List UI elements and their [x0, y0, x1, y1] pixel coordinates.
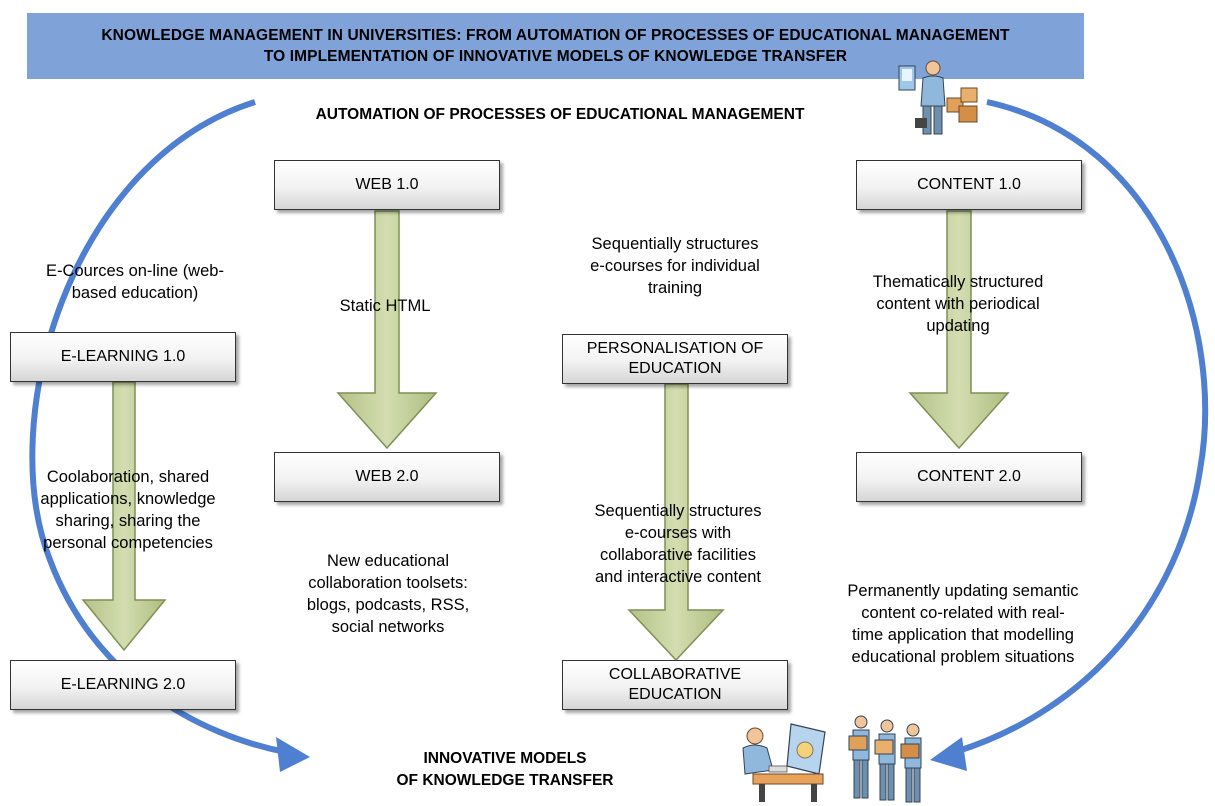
down-arrow-web: [336, 210, 438, 450]
elearning-1-box: E-LEARNING 1.0: [10, 332, 236, 382]
web-bottom-note: New educational collaboration toolsets: …: [306, 552, 470, 636]
down-arrow-education: [627, 383, 725, 662]
presenter-with-boxes-icon: [898, 60, 978, 135]
content-1-box: CONTENT 1.0: [856, 160, 1082, 210]
down-arrow-content: [908, 210, 1010, 450]
elearning-2-box: E-LEARNING 2.0: [10, 660, 236, 710]
left-cycle-arrow: [29, 99, 286, 755]
elearning-arrow-note: Coolaboration, shared applications, know…: [40, 468, 216, 552]
right-cycle-arrowhead: [930, 737, 967, 771]
education-top-note: Sequentially structures e-courses for in…: [590, 235, 760, 297]
content-bottom-note: Permanently updating semantic content co…: [847, 582, 1079, 666]
automation-heading: AUTOMATION OF PROCESSES OF EDUCATIONAL M…: [315, 106, 805, 123]
diagram-title: KNOWLEDGE MANAGEMENT IN UNIVERSITIES: FR…: [101, 27, 1010, 65]
elearning-top-note: E-Cources on-line (web- based education): [46, 262, 224, 302]
down-arrow-elearning: [81, 381, 167, 652]
personalisation-box: PERSONALISATION OF EDUCATION: [562, 334, 788, 384]
content-2-box: CONTENT 2.0: [856, 452, 1082, 502]
title-banner: KNOWLEDGE MANAGEMENT IN UNIVERSITIES: FR…: [27, 13, 1084, 79]
collaborative-education-box: COLLABORATIVE EDUCATION: [562, 660, 788, 710]
group-carrying-boxes-icon: [848, 715, 922, 803]
web-1-box: WEB 1.0: [274, 160, 500, 210]
innovative-models-heading: INNOVATIVE MODELS OF KNOWLEDGE TRANSFER: [396, 750, 614, 789]
web-2-box: WEB 2.0: [274, 452, 500, 502]
education-arrow-note: Sequentially structures e-courses with c…: [594, 502, 762, 586]
content-arrow-note: Thematically structured content with per…: [872, 273, 1044, 335]
left-cycle-arrowhead: [276, 737, 310, 772]
person-at-computer-icon: [742, 723, 826, 802]
web-arrow-note: Static HTML: [339, 297, 431, 315]
right-cycle-arrow: [954, 99, 1209, 755]
